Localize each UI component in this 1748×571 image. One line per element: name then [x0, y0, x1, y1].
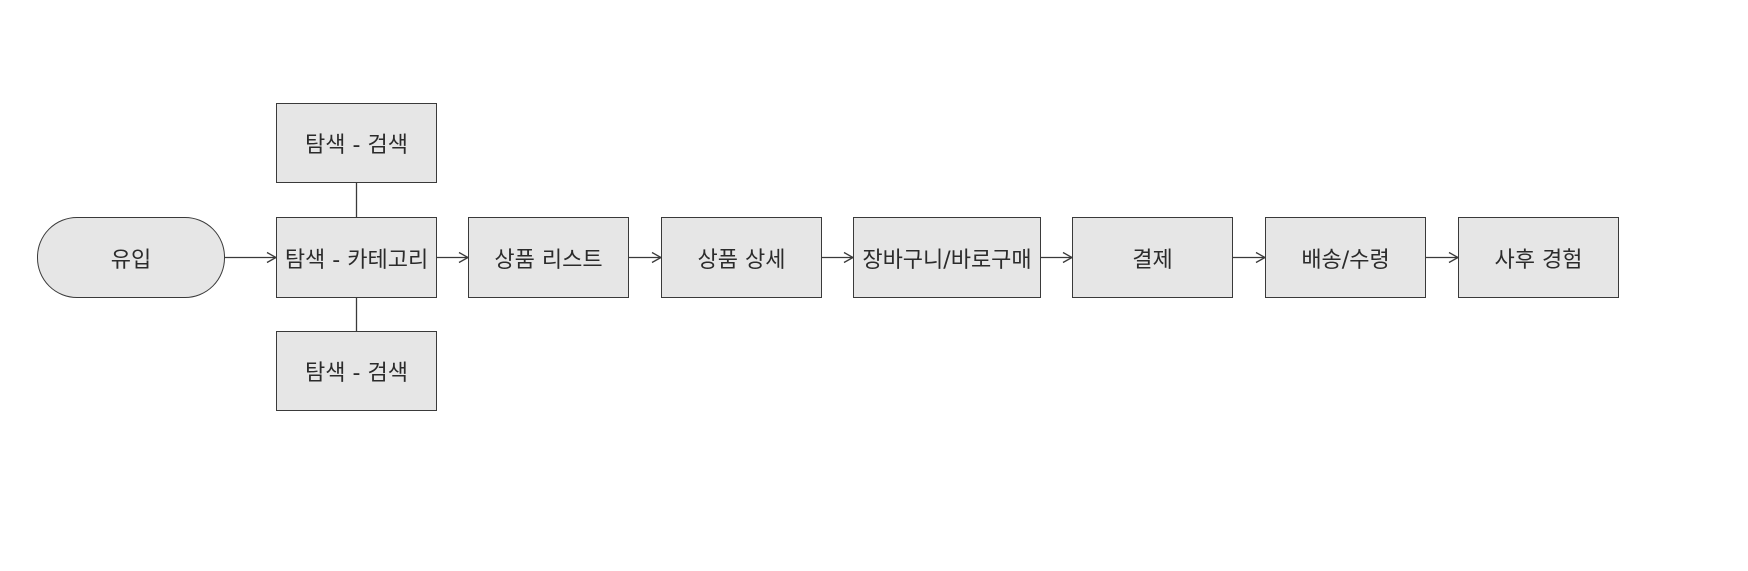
- cart-node: 장바구니/바로구매: [853, 217, 1041, 298]
- search-bottom-node: 탐색 - 검색: [276, 331, 437, 411]
- delivery-node: 배송/수령: [1265, 217, 1426, 298]
- payment-node: 결제: [1072, 217, 1233, 298]
- product-detail-node: 상품 상세: [661, 217, 822, 298]
- category-node: 탐색 - 카테고리: [276, 217, 437, 298]
- search-top-node: 탐색 - 검색: [276, 103, 437, 183]
- after-node: 사후 경험: [1458, 217, 1619, 298]
- entry-node: 유입: [37, 217, 225, 298]
- product-list-node: 상품 리스트: [468, 217, 629, 298]
